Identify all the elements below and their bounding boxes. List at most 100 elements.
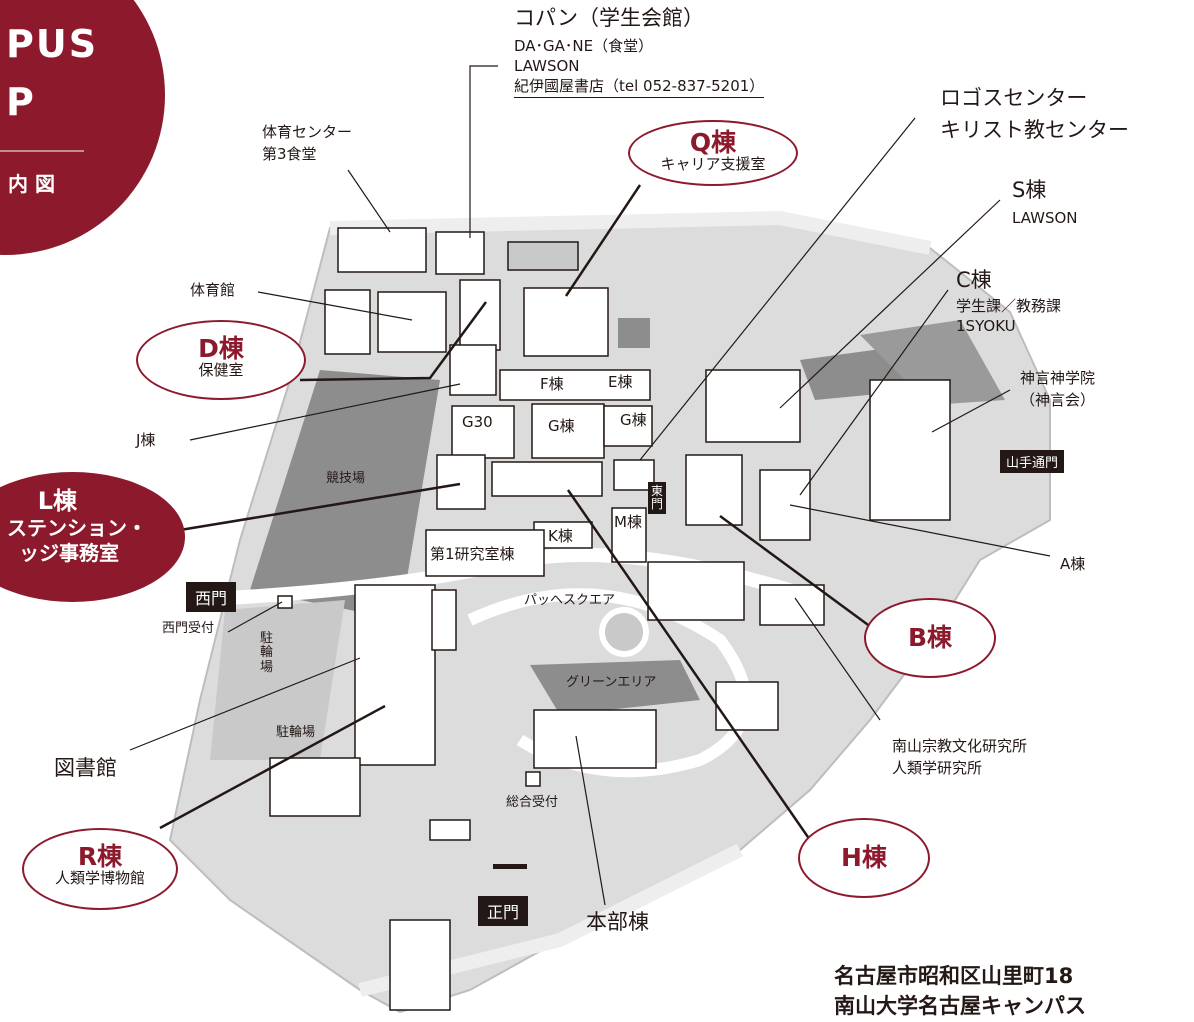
- bldg-kiosk: [525, 771, 541, 787]
- l-bldg-callout[interactable]: L棟 ステンション・ ッジ事務室: [0, 472, 185, 602]
- bldg-misc: [715, 681, 779, 731]
- bldg-l: [436, 454, 486, 510]
- bldg-lab1: [425, 529, 545, 577]
- pachesquare-label: パッヘスクエア: [524, 593, 616, 608]
- r-bldg-sub: 人類学博物館: [54, 869, 145, 887]
- stadium-field: [250, 370, 440, 620]
- bldg-library-wing: [431, 589, 457, 651]
- k-bldg-label: K棟: [548, 527, 573, 545]
- bldg-east: [613, 459, 655, 491]
- yamate-gate-sign: 山手通門: [1000, 450, 1065, 473]
- leader-b: [719, 514, 876, 632]
- c-bldg-sub1: 学生課／教務課: [956, 297, 1062, 315]
- leader-j: [189, 383, 461, 441]
- m-bldg-label: M棟: [614, 513, 642, 531]
- leader-l: [179, 482, 461, 532]
- r-bldg-callout[interactable]: R棟 人類学博物館: [22, 828, 178, 910]
- bldg-g2: [603, 405, 653, 447]
- s-bldg-name: S棟: [1012, 178, 1047, 202]
- stadium-label: 競技場: [326, 471, 366, 486]
- leader-d: [299, 301, 488, 382]
- q-bldg-name: Q棟: [689, 128, 737, 157]
- bldg-coffee: [435, 231, 485, 275]
- corner-title-2: P: [6, 80, 34, 124]
- c-bldg-name: C棟: [956, 268, 992, 292]
- copan-line3: 紀伊國屋書店（tel 052-837-5201）: [514, 77, 765, 99]
- e-bldg-label: E棟: [608, 373, 633, 391]
- q-bldg-callout[interactable]: Q棟 キャリア支援室: [628, 120, 798, 186]
- bldg-c: [705, 369, 801, 443]
- copan-title: コパン（学生会館）: [514, 6, 705, 30]
- c-bldg-sub2: 1SYOKU: [956, 317, 1016, 335]
- logos-line1: ロゴスセンター: [940, 86, 1088, 110]
- copan-line1: DA･GA･NE（食堂）: [514, 37, 654, 55]
- seminary-line1: 神言神学院: [1020, 369, 1096, 387]
- east-gate-sign: 東門: [648, 482, 666, 515]
- bldg-dtower: [459, 279, 501, 351]
- main-reception-label: 総合受付: [506, 795, 559, 810]
- leader-copan: [469, 65, 498, 238]
- roundabout: [599, 607, 649, 657]
- address-line1: 名古屋市昭和区山里町18: [834, 964, 1074, 988]
- lab1-label: 第1研究室棟: [430, 545, 515, 563]
- h-bldg-callout[interactable]: H棟: [798, 818, 930, 898]
- bldg-h: [491, 461, 603, 497]
- g-bldg-label-2: G棟: [620, 411, 647, 429]
- library-label: 図書館: [54, 756, 117, 780]
- leader-r: [159, 704, 386, 830]
- road-north: [329, 210, 932, 255]
- d-bldg-name: D棟: [198, 334, 244, 363]
- bldg-taiiku: [337, 227, 427, 273]
- gym-label: 体育館: [190, 281, 236, 299]
- d-bldg-sub: 保健室: [198, 361, 244, 379]
- bldg-south1: [647, 561, 745, 621]
- s-bldg-sub: LAWSON: [1012, 209, 1078, 227]
- d-bldg-callout[interactable]: D棟 保健室: [136, 320, 306, 400]
- j-bldg-label: J棟: [136, 431, 156, 449]
- east-lot-2: [860, 320, 1005, 405]
- leader-logos: [639, 117, 916, 461]
- west-parking: [210, 600, 345, 760]
- bldg-fe: [499, 369, 651, 401]
- bldg-honbu: [533, 709, 657, 769]
- l-bldg-sub2: ッジ事務室: [19, 541, 119, 565]
- leader-lib: [129, 657, 361, 751]
- bldg-gym-side: [324, 289, 371, 355]
- green-area-label: グリーンエリア: [566, 675, 657, 690]
- lot-small: [618, 318, 650, 348]
- corner-title-1: PUS: [6, 22, 99, 66]
- main-gate-sign: 正門: [478, 896, 529, 926]
- bldg-museum: [269, 757, 361, 817]
- bldg-gym: [377, 291, 447, 353]
- seminary-line2: （神言会）: [1020, 391, 1096, 409]
- address-line2: 南山大学名古屋キャンパス: [834, 994, 1086, 1018]
- bldg-b: [685, 454, 743, 526]
- h-bldg-name: H棟: [841, 843, 887, 872]
- corner-badge: [0, 0, 165, 255]
- bldg-court: [507, 241, 579, 271]
- leader-seminary: [931, 389, 1011, 433]
- bldg-g30: [451, 405, 515, 459]
- l-bldg-name: L棟: [37, 487, 77, 515]
- leader-c: [799, 289, 949, 496]
- bldg-seminary: [869, 379, 951, 521]
- bldg-tower-south: [389, 919, 451, 1011]
- leader-honbu: [575, 735, 606, 906]
- leader-taiiku: [347, 169, 391, 233]
- taiiku-line1: 体育センター: [262, 123, 353, 141]
- bldg-q: [523, 287, 609, 357]
- leader-a: [789, 504, 1051, 557]
- b-bldg-name: B棟: [907, 623, 953, 652]
- leader-westgate: [227, 601, 283, 633]
- taiiku-line2: 第3食堂: [262, 145, 317, 163]
- green-area-shape: [530, 660, 700, 715]
- leader-h: [566, 489, 812, 841]
- f-bldg-label: F棟: [540, 375, 564, 393]
- b-bldg-callout[interactable]: B棟: [864, 598, 996, 678]
- institutes-line2: 人類学研究所: [892, 759, 983, 777]
- bldg-westgate: [277, 595, 293, 609]
- corner-title-3: 内 図: [8, 172, 55, 196]
- l-bldg-sub1: ステンション・: [7, 516, 147, 540]
- west-gate-sign: 西門: [186, 582, 237, 612]
